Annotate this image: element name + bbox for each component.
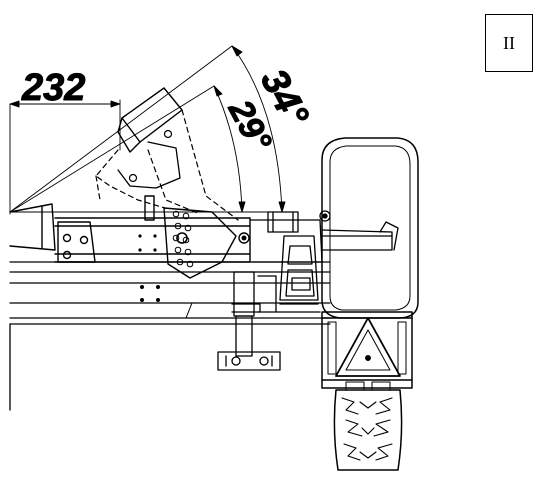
hitch-mechanism bbox=[217, 210, 399, 371]
chassis-frame bbox=[9, 261, 331, 411]
dimension-lines bbox=[9, 45, 286, 215]
figure-label: II bbox=[503, 32, 515, 53]
drawbar-raised-dashed bbox=[95, 87, 239, 221]
dimension-offset-label: 232 bbox=[21, 67, 85, 109]
figure-label-box: II bbox=[485, 14, 533, 72]
drawbar-lowered bbox=[9, 195, 251, 279]
wheel-assembly bbox=[321, 137, 419, 471]
